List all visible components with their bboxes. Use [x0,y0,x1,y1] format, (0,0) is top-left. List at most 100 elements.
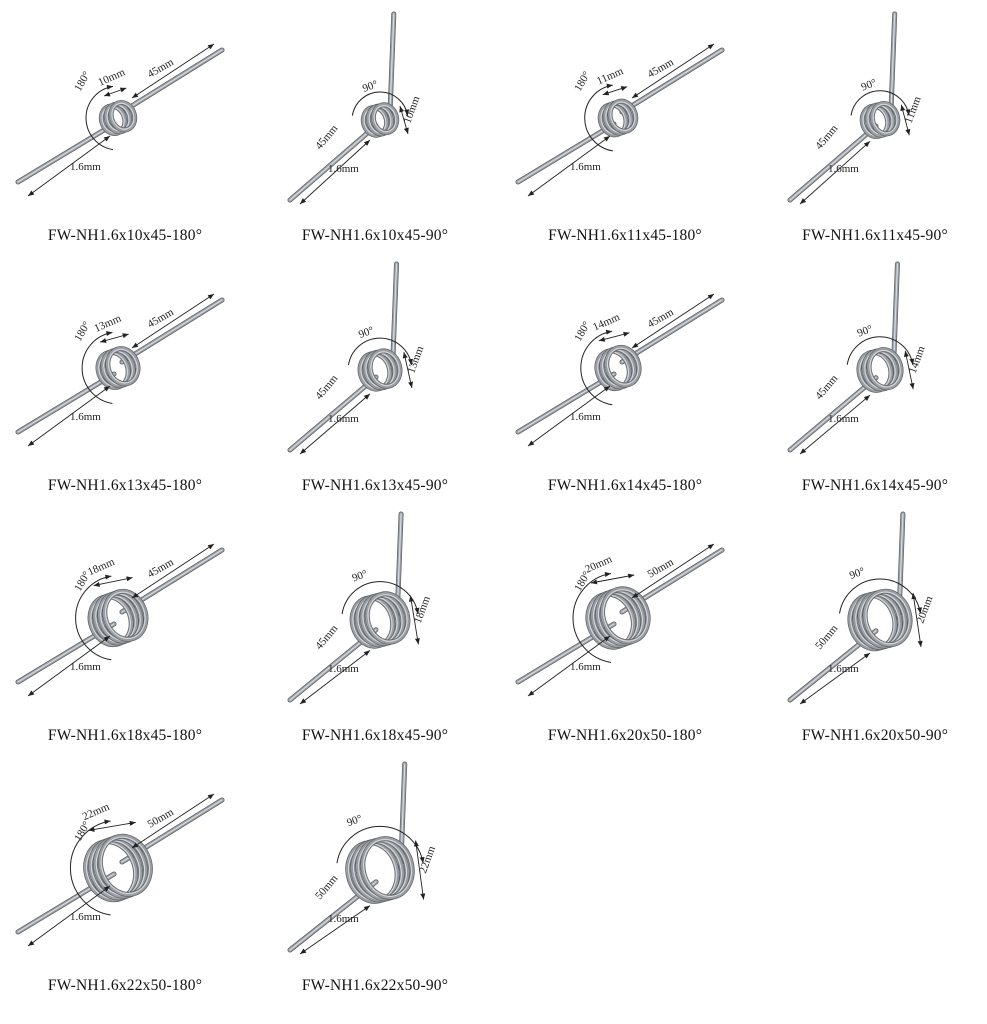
dimension-line [527,635,611,697]
angle-label: 180° [572,319,593,343]
dimension-line [799,140,871,205]
spring-model-caption: FW-NH1.6x11x45-90° [802,227,948,244]
dimension-line [99,333,129,343]
dimension-line [590,573,635,585]
leg-length-label: 50mm [813,622,841,652]
dimension-line [131,293,215,349]
spring-model-caption: FW-NH1.6x11x45-180° [548,227,702,244]
spring-model-caption: FW-NH1.6x14x45-90° [801,477,949,494]
coil-diameter-label: 11mm [595,65,626,87]
dimension-line [27,635,111,697]
angle-arrow [341,581,420,615]
spring-coil [594,344,642,392]
angle-label: 180° [72,319,93,343]
dimension-line [93,576,133,587]
spring-leg [619,297,725,365]
wire-diameter-label: 1.6mm [328,913,359,925]
angle-arrow [75,574,112,661]
dimension-line [27,135,111,197]
dimension-line [631,293,715,349]
coil-diameter-label: 22mm [81,801,112,824]
dimension-line [131,793,215,849]
spring-coil [345,836,415,904]
spring-leg [390,261,400,371]
spring-leg [515,371,617,435]
dimension-line [103,87,127,97]
leg-length-label: 45mm [646,306,677,331]
leg-length-label: 45mm [313,122,341,152]
angle-label: 90° [361,78,380,95]
angle-label: 90° [860,77,879,94]
spring-model-caption: FW-NH1.6x10x45-90° [301,227,449,244]
angle-arrow [81,331,113,404]
dimension-line [602,86,628,96]
dimension-line [631,43,715,99]
spring-leg [619,47,725,115]
spring-coil [87,588,149,648]
angle-arrow [85,84,114,151]
dimension-line [527,385,611,447]
spring-leg [888,11,898,121]
leg-length-label: 50mm [313,872,341,902]
angle-arrow [846,336,915,365]
spring-model-caption: FW-NH1.6x18x45-90° [301,727,449,744]
angle-arrow [850,90,911,116]
spring-coil [83,833,153,903]
angle-label: 90° [357,324,376,341]
angle-label: 180° [72,819,93,843]
leg-length-label: 45mm [646,56,677,81]
wire-diameter-label: 1.6mm [570,661,601,673]
wire-diameter-label: 1.6mm [328,413,359,425]
spring-model-caption: FW-NH1.6x22x50-180° [47,977,203,994]
spring-coil [847,588,913,652]
leg-length-label: 45mm [313,622,341,652]
spring-leg [787,375,879,453]
angle-label: 90° [848,565,867,582]
dimension-line [408,595,420,645]
wire-diameter-label: 1.6mm [328,663,359,675]
angle-arrow [572,572,612,663]
wire-diameter-label: 1.6mm [328,163,359,175]
spring-illustration: 1.6mm 45mm 18mm 90° [287,511,433,705]
spring-leg [287,123,379,203]
angle-arrow [69,819,111,916]
angle-label: 180° [72,69,93,93]
angle-label: 180° [572,69,593,93]
spring-coil [597,98,639,138]
spring-coil [98,99,138,137]
spring-coil [349,591,411,649]
angle-label: 90° [345,813,364,830]
coil-diameter-label: 10mm [402,94,423,125]
dimension-line [413,840,426,900]
leg-length-label: 50mm [146,806,177,831]
coil-diameter-label: 18mm [412,594,433,625]
leg-length-label: 45mm [813,372,841,402]
angle-arrow [839,578,923,614]
dimension-line [131,43,215,99]
dimension-line [88,820,136,832]
leg-length-label: 45mm [313,372,341,402]
angle-arrow [351,91,410,116]
coil-diameter-label: 14mm [907,344,928,375]
spring-illustration: 1.6mm 45mm 10mm 90° [287,11,423,205]
spring-card: 1.6mm 45mm 10mm 90° FW-NH1.6x10x45-90° [250,0,495,245]
coil-diameter-label: 11mm [903,94,924,125]
wire-diameter-label: 1.6mm [70,911,101,923]
angle-label: 90° [351,568,370,585]
